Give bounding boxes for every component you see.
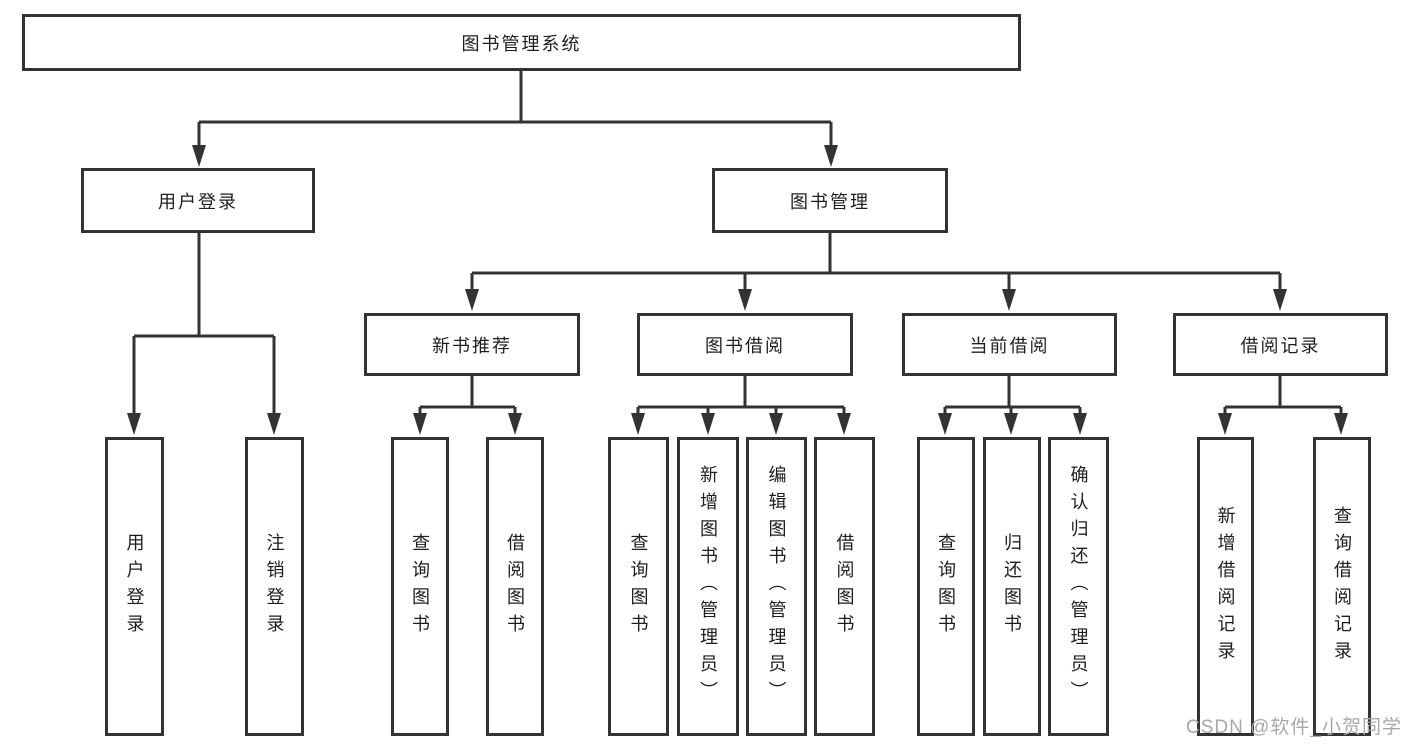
- leaf-logout: 注销登录: [245, 437, 304, 736]
- leaf-current-query-books: 查询图书: [917, 437, 975, 736]
- leaf-borrow-query-books: 查询图书: [608, 437, 669, 736]
- arrowhead: [127, 413, 141, 435]
- arrowhead: [1073, 413, 1087, 435]
- node-user-login: 用户登录: [81, 168, 315, 233]
- leaf-borrow-add-books-admin: 新增图书（管理员）: [677, 437, 739, 736]
- arrowhead: [938, 413, 952, 435]
- arrowhead: [837, 413, 851, 435]
- arrowhead: [1002, 289, 1016, 311]
- arrowhead: [267, 413, 281, 435]
- leaf-records-query-record: 查询借阅记录: [1313, 437, 1371, 736]
- leaf-current-return-books: 归还图书: [983, 437, 1041, 736]
- arrowhead: [631, 413, 645, 435]
- leaf-newbook-query-books: 查询图书: [391, 437, 449, 736]
- arrowhead: [413, 413, 427, 435]
- arrowhead: [465, 289, 479, 311]
- connector-lines: [132, 71, 1343, 416]
- arrowhead: [738, 289, 752, 311]
- leaf-borrow-borrow-books: 借阅图书: [814, 437, 875, 736]
- arrowhead: [1004, 413, 1018, 435]
- node-book-borrow: 图书借阅: [637, 313, 853, 376]
- arrowhead: [1334, 413, 1348, 435]
- arrowhead: [192, 145, 206, 167]
- node-root: 图书管理系统: [22, 14, 1021, 71]
- arrowhead: [508, 413, 522, 435]
- node-book-management: 图书管理: [712, 168, 948, 233]
- arrowhead: [1273, 289, 1287, 311]
- arrowheads: [127, 145, 1348, 435]
- arrowhead: [1218, 413, 1232, 435]
- leaf-current-confirm-return-admin: 确认归还（管理员）: [1048, 437, 1109, 736]
- connector-book-borrow-to-leaves: [636, 376, 846, 416]
- leaf-records-add-record: 新增借阅记录: [1197, 437, 1254, 736]
- arrowhead: [824, 145, 838, 167]
- node-borrow-records: 借阅记录: [1173, 313, 1388, 376]
- connector-user-login-to-leaves: [132, 233, 276, 416]
- connector-root-to-level1: [197, 71, 833, 147]
- watermark: CSDN @软件_小贺同学: [1186, 717, 1402, 738]
- arrowhead: [769, 413, 783, 435]
- node-new-book-recommend: 新书推荐: [364, 313, 580, 376]
- connector-new-book-recommend-to-leaves: [418, 376, 517, 416]
- connector-current-borrow-to-leaves: [943, 376, 1082, 416]
- connector-borrow-records-to-leaves: [1223, 376, 1343, 416]
- node-current-borrow: 当前借阅: [902, 313, 1117, 376]
- arrowhead: [701, 413, 715, 435]
- connector-book-management-to-level2: [470, 233, 1282, 291]
- leaf-borrow-edit-books-admin: 编辑图书（管理员）: [746, 437, 807, 736]
- leaf-user-login: 用户登录: [105, 437, 164, 736]
- leaf-newbook-borrow-books: 借阅图书: [486, 437, 544, 736]
